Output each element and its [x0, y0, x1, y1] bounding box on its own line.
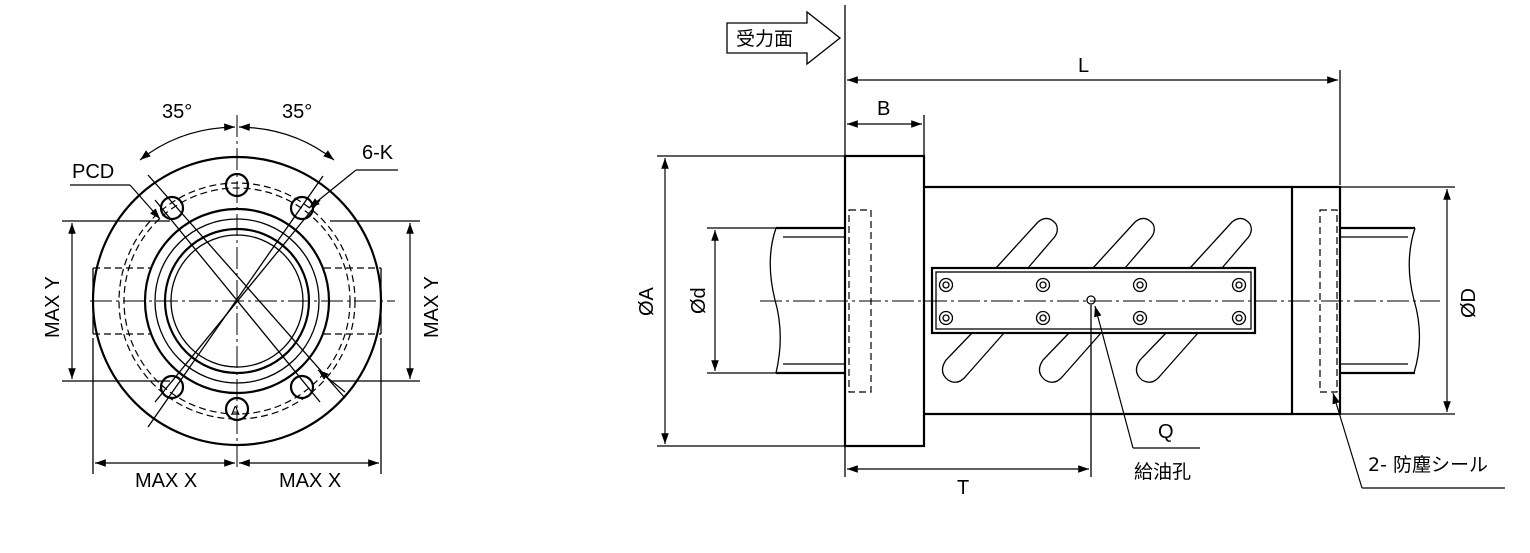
- angle-left-label: 35°: [162, 101, 192, 123]
- oil-hole-offset-label: T: [957, 477, 969, 499]
- oil-hole-dim-label: Q: [1158, 421, 1174, 443]
- length-label: L: [1078, 55, 1089, 77]
- oil-hole-label: 給油孔: [1134, 461, 1191, 483]
- max-y-right-label: MAX Y: [421, 276, 443, 338]
- flange-width-label: B: [877, 98, 890, 120]
- max-x-right-label: MAX X: [279, 470, 341, 492]
- plate-screws: [938, 277, 1247, 326]
- svg-text:A: A: [231, 403, 240, 418]
- angle-right-label: 35°: [282, 101, 312, 123]
- hole-label: 6-K: [362, 142, 394, 164]
- flange-dia-label: ØA: [636, 286, 658, 316]
- shaft-dia-label: Ød: [688, 287, 710, 314]
- front-view: A 35° 35° 6-K PCD MAX Y MAX Y MAX X MAX …: [42, 101, 443, 492]
- pcd-label: PCD: [72, 161, 114, 183]
- side-view: 受力面 L B: [636, 5, 1505, 499]
- max-x-left-label: MAX X: [135, 470, 197, 492]
- body-dia-label: ØD: [1458, 288, 1480, 318]
- helix-grooves: [941, 217, 1252, 383]
- seal-label: 2- 防塵シール: [1368, 454, 1488, 476]
- max-y-left-label: MAX Y: [42, 276, 64, 338]
- load-face-label: 受力面: [736, 28, 793, 50]
